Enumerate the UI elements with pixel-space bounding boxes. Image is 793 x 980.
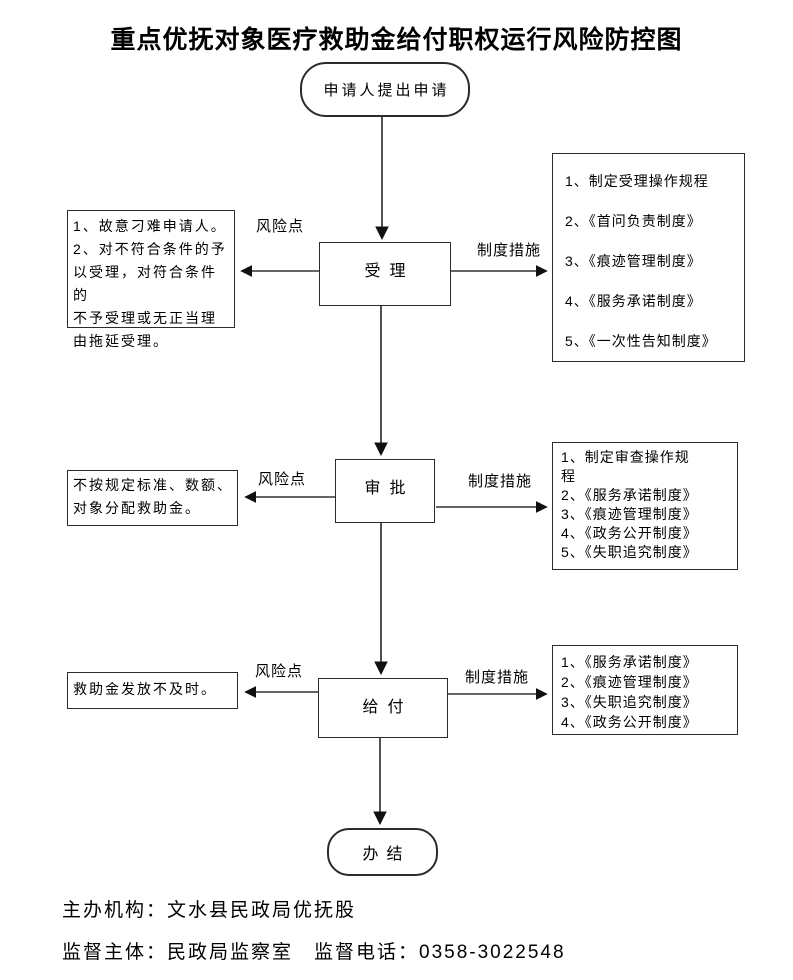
measure-item: 2、《痕迹管理制度》 [561, 674, 698, 690]
flow-start-node: 申请人提出申请 [300, 62, 470, 117]
measure-label-approve: 制度措施 [468, 470, 533, 491]
measure-list-accept: 1、制定受理操作规程 2、《首问负责制度》 3、《痕迹管理制度》 4、《服务承诺… [565, 171, 740, 352]
risk-box-accept: 1、故意刁难申请人。 2、对不符合条件的予 以受理，对符合条件的 不予受理或无正… [67, 210, 235, 349]
flow-end-node: 办结 [327, 828, 438, 876]
organizer-line: 主办机构：文水县民政局优抚股 [62, 900, 357, 921]
measure-item: 4、《政务公开制度》 [561, 525, 698, 541]
measure-item: 1、《服务承诺制度》 [561, 654, 698, 670]
risk-box-approve: 不按规定标准、数额、 对象分配救助金。 [67, 470, 238, 526]
flow-step-pay: 给付 [318, 678, 448, 738]
risk-point-label-approve: 风险点 [258, 468, 307, 489]
measure-item: 1、制定审查操作规 程 [561, 449, 690, 484]
measure-item: 4、《政务公开制度》 [561, 714, 698, 730]
flow-step-pay-label: 给付 [362, 699, 413, 716]
measure-box-accept: 1、制定受理操作规程 2、《首问负责制度》 3、《痕迹管理制度》 4、《服务承诺… [552, 153, 745, 362]
measure-item: 5、《一次性告知制度》 [565, 333, 717, 349]
measure-box-approve: 1、制定审查操作规 程 2、《服务承诺制度》 3、《痕迹管理制度》 4、《政务公… [552, 442, 738, 570]
supervisor-line: 监督主体：民政局监察室 监督电话：0358-3022548 [62, 942, 566, 963]
measure-list-approve: 1、制定审查操作规 程 2、《服务承诺制度》 3、《痕迹管理制度》 4、《政务公… [561, 448, 733, 562]
measure-label-pay: 制度措施 [465, 666, 530, 687]
flow-step-accept-label: 受理 [364, 263, 415, 280]
measure-list-pay: 1、《服务承诺制度》 2、《痕迹管理制度》 3、《失职追究制度》 4、《政务公开… [561, 652, 733, 732]
risk-point-label-pay: 风险点 [255, 660, 304, 681]
measure-label-accept: 制度措施 [477, 239, 542, 260]
flow-end-label: 办结 [362, 846, 411, 863]
measure-item: 3、《痕迹管理制度》 [565, 253, 702, 269]
measure-item: 2、《首问负责制度》 [565, 213, 702, 229]
flow-step-approve: 审批 [335, 459, 435, 523]
flow-step-accept: 受理 [319, 242, 451, 306]
measure-item: 3、《失职追究制度》 [561, 694, 698, 710]
measure-box-pay: 1、《服务承诺制度》 2、《痕迹管理制度》 3、《失职追究制度》 4、《政务公开… [552, 645, 738, 735]
measure-item: 5、《失职追究制度》 [561, 544, 698, 560]
risk-point-label-accept: 风险点 [256, 215, 305, 236]
page-title: 重点优抚对象医疗救助金给付职权运行风险防控图 [110, 26, 683, 54]
measure-item: 1、制定受理操作规程 [565, 173, 709, 189]
measure-item: 2、《服务承诺制度》 [561, 487, 698, 503]
flow-step-approve-label: 审批 [364, 480, 415, 497]
flow-start-label: 申请人提出申请 [323, 82, 450, 99]
risk-box-pay: 救助金发放不及时。 [67, 672, 238, 709]
measure-item: 4、《服务承诺制度》 [565, 293, 702, 309]
measure-item: 3、《痕迹管理制度》 [561, 506, 698, 522]
